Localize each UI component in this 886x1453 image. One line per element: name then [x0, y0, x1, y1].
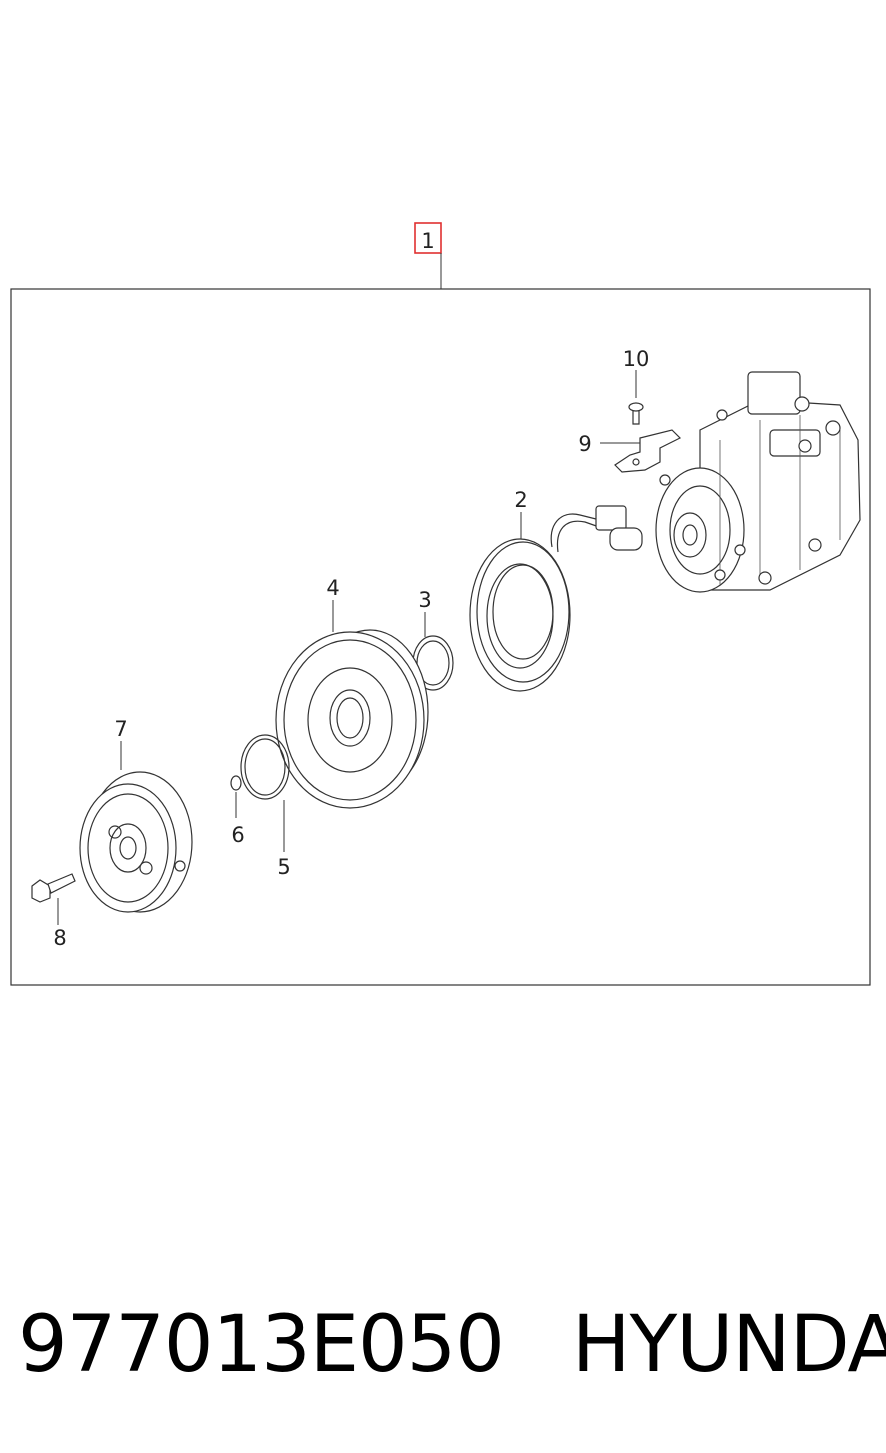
callout-5: 5	[277, 855, 290, 879]
exploded-parts-diagram: 1 10 9	[10, 222, 871, 986]
callout-6: 6	[231, 823, 244, 847]
callout-8: 8	[53, 926, 66, 950]
brand-name: HYUNDAI	[571, 1300, 886, 1390]
callout-10: 10	[623, 347, 650, 371]
assembly-frame	[10, 288, 871, 986]
part-footer: 977013E050 HYUNDAI	[18, 1290, 886, 1400]
field-coil-part-2	[469, 505, 643, 692]
bracket-part-9	[600, 429, 682, 473]
callout-3: 3	[418, 588, 431, 612]
callout-2: 2	[514, 488, 527, 512]
screw-part-10	[628, 370, 644, 425]
part-number: 977013E050	[18, 1300, 505, 1390]
washer-part-6	[230, 775, 242, 818]
callout-7: 7	[114, 717, 127, 741]
compressor-body	[655, 371, 861, 593]
callout-1[interactable]: 1	[414, 222, 442, 289]
callout-4: 4	[326, 576, 339, 600]
callout-9: 9	[578, 432, 591, 456]
bolt-part-8	[31, 873, 76, 925]
pulley-part-4	[275, 600, 429, 809]
snap-ring-part-5	[240, 734, 290, 852]
svg-text:1: 1	[421, 229, 434, 253]
clutch-hub-part-7	[79, 741, 193, 913]
